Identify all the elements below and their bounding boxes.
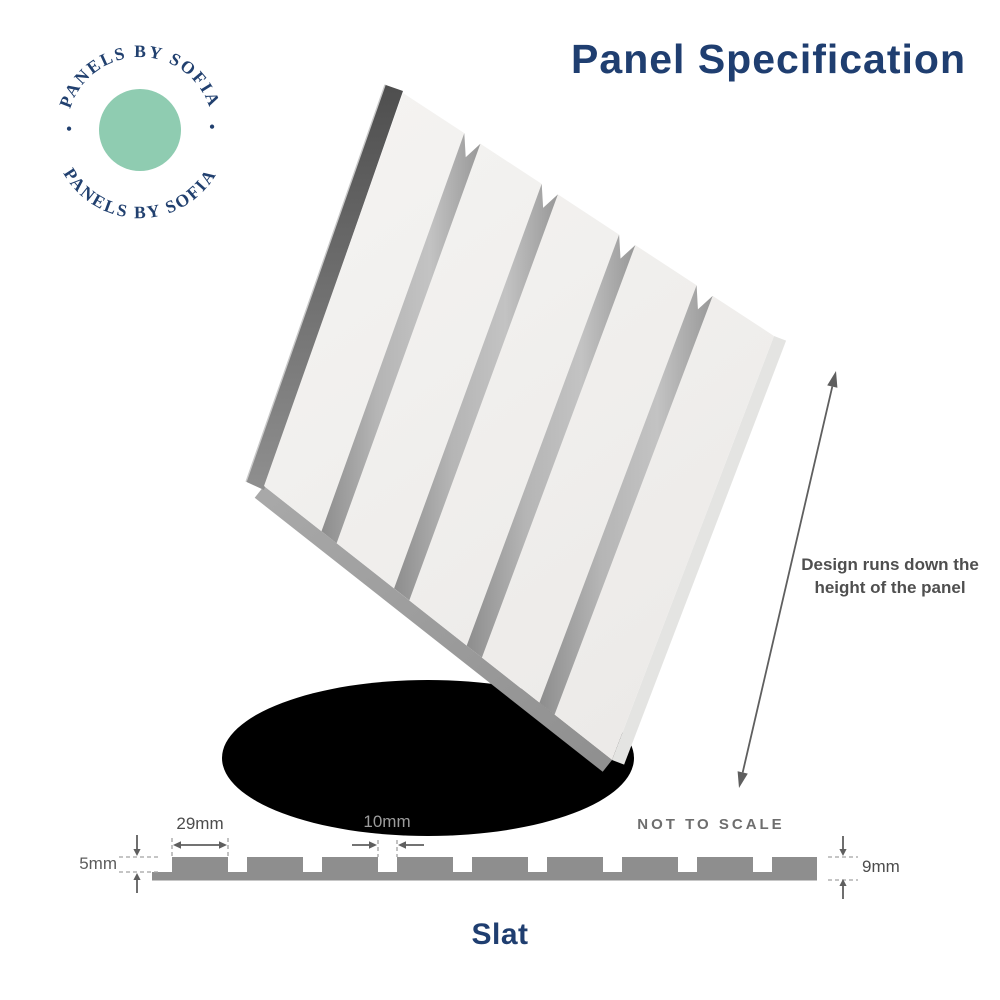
panel-left-edge [246,84,403,490]
profile-slat [247,857,303,873]
groove [466,234,636,658]
dimension-total-thickness: 9mm [828,836,900,899]
section-caption: Slat [471,918,528,951]
panel-face [264,93,774,760]
groove [321,133,481,544]
logo-arc-text-bottom: PANELS BY SOFIA [60,164,221,222]
dimension-gap-width: 10mm [352,812,424,857]
panel-shadow [222,680,634,836]
groove [394,183,558,601]
page-title: Panel Specification [571,36,966,82]
cross-section: 29mm 10mm 5mm [79,812,900,951]
height-annotation-line1: Design runs down the [801,555,979,574]
height-arrow-head-up [827,371,838,388]
not-to-scale-note: NOT TO SCALE [637,816,784,833]
dimension-slat-width: 29mm [171,814,229,857]
height-dimension: Design runs down the height of the panel [737,371,979,788]
dim-total-thickness-label: 9mm [862,857,900,876]
dim-gap-width-label: 10mm [363,812,410,831]
dim-slat-height-label: 5mm [79,854,117,873]
height-arrow-shaft [741,386,834,773]
profile-slat [172,857,228,873]
logo: PANELS BY SOFIA PANELS BY SOFIA • • [55,41,223,222]
profile-slat [547,857,603,873]
profile-slat [472,857,528,873]
profile-slat [697,857,753,873]
dim-slat-width-label: 29mm [176,814,223,833]
panel-right-edge [612,336,787,765]
logo-separator-dot-right: • [209,119,215,136]
profile-slat [322,857,378,873]
panel-3d-render [222,84,787,836]
profile-slat [397,857,453,873]
profile-slat [622,857,678,873]
logo-circle [99,89,181,171]
profile-base [152,872,817,881]
profile-slat [772,857,817,873]
panel-left-edge-highlight [245,84,386,482]
height-annotation-line2: height of the panel [814,578,965,597]
groove [539,285,713,715]
panel-bottom-edge [254,486,612,772]
logo-separator-dot-left: • [66,121,72,138]
height-arrow-head-down [737,771,748,788]
dimension-slat-height: 5mm [79,835,158,893]
